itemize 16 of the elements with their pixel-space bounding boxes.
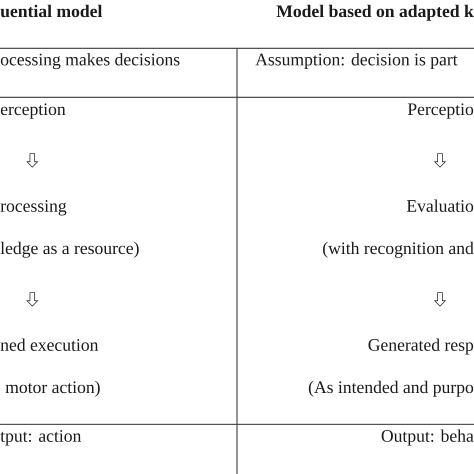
assumption-text: ocessing makes decisions — [0, 53, 180, 70]
step-title: erception — [0, 103, 66, 119]
step-note: ledge as a resource) — [0, 242, 139, 258]
step-note: motor action) — [6, 380, 100, 397]
output-text: tput: action — [0, 430, 82, 446]
column-heading: uential model — [0, 4, 102, 18]
column-heading: Model based on adapted k — [276, 4, 474, 21]
assumption-text: Assumption: decision is part — [255, 53, 458, 70]
step-title: ned execution — [0, 338, 98, 351]
step-title: rocessing — [0, 200, 66, 216]
step-title: Generated resp — [368, 338, 474, 354]
step-title: Evaluatio — [406, 200, 474, 212]
step-note: (As intended and purpo — [308, 380, 474, 397]
output-text: Output: beha — [382, 430, 474, 446]
step-note: (with recognition and — [323, 242, 474, 258]
step-title: Perceptio — [408, 103, 474, 119]
